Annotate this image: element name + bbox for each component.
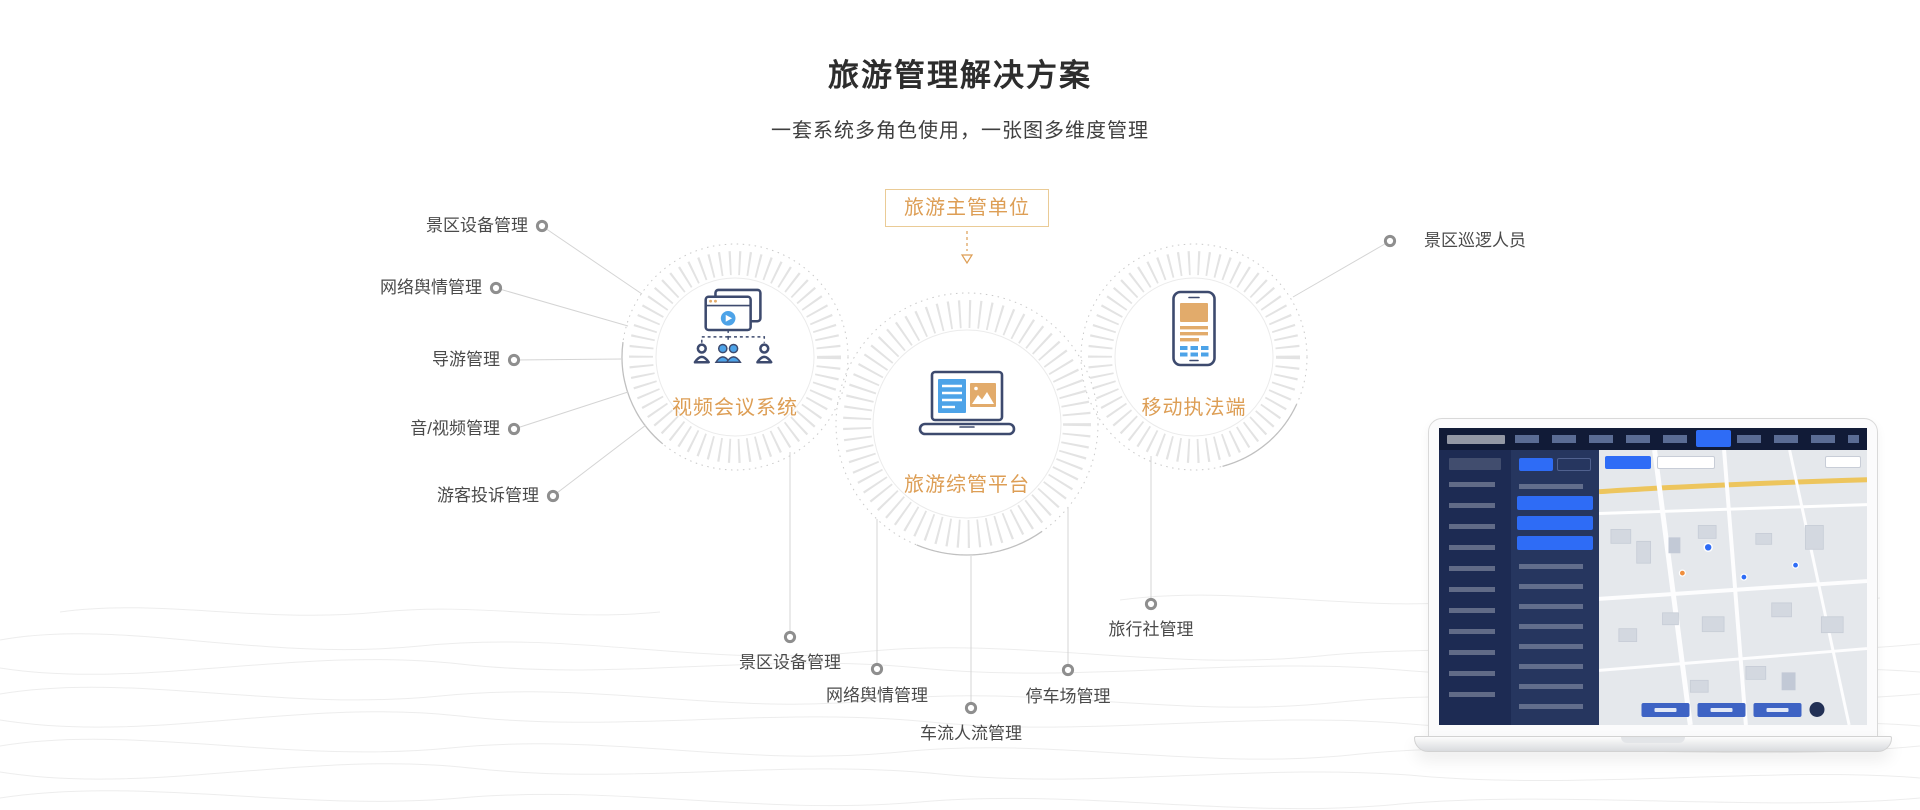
node-label-mobile-enforcement: 移动执法端	[1141, 397, 1247, 419]
dashboard-panel-selected-row	[1517, 516, 1593, 530]
map-bottom-tab	[1641, 702, 1690, 717]
connector-lines	[495, 225, 1391, 708]
authority-box: 旅游主管单位	[885, 189, 1049, 227]
left-label-guide-management: 导游管理	[432, 350, 500, 369]
dashboard-sidebar	[1439, 450, 1511, 725]
dashboard-topbar	[1439, 428, 1867, 450]
left-label-av-management: 音/视频管理	[410, 419, 500, 438]
dashboard-nav-items	[1515, 430, 1859, 447]
page-title: 旅游管理解决方案	[828, 58, 1092, 93]
laptop-screen	[1428, 418, 1878, 738]
dashboard-sidebar-header	[1449, 458, 1501, 470]
bottom-label-parking-management: 停车场管理	[1025, 687, 1111, 706]
bottom-label-flow-management: 车流人流管理	[920, 724, 1022, 743]
map-toolbar	[1605, 456, 1715, 469]
dashboard-panel-selected-row	[1517, 536, 1593, 550]
left-label-device-management: 景区设备管理	[426, 216, 528, 235]
map-bottom-buttons	[1641, 702, 1825, 717]
bottom-label-opinion-management: 网络舆情管理	[826, 686, 928, 705]
dashboard-logo	[1447, 434, 1505, 444]
dashboard-panel-button-primary	[1519, 458, 1553, 471]
node-label-platform: 旅游综管平台	[904, 474, 1030, 496]
node-label-video-conference: 视频会议系统	[672, 397, 798, 419]
laptop-base	[1414, 736, 1892, 752]
map-canvas	[1599, 450, 1867, 725]
map-bottom-round-button	[1809, 702, 1825, 717]
dashboard-sidebar-menu-rows	[1449, 482, 1495, 713]
right-label-patrol-staff: 景区巡逻人员	[1424, 231, 1526, 250]
video-conference-icon	[688, 288, 782, 377]
laptop-notch	[1621, 737, 1685, 743]
laptop-mockup	[1414, 418, 1892, 768]
map-toolbar-button	[1605, 456, 1651, 469]
map-bottom-tab	[1697, 702, 1746, 717]
dashed-down-arrow-icon	[960, 231, 974, 265]
dashboard-panel-selected-row	[1517, 496, 1593, 510]
left-label-opinion-management: 网络舆情管理	[380, 278, 482, 297]
bottom-label-agency-management: 旅行社管理	[1108, 620, 1194, 639]
dashboard-panel	[1511, 450, 1599, 725]
bottom-label-device-management: 景区设备管理	[739, 653, 841, 672]
map-bottom-tab	[1753, 702, 1802, 717]
map-toolbar-dropdown	[1657, 456, 1715, 469]
mobile-enforcement-icon	[1170, 290, 1218, 373]
dashboard-body	[1439, 450, 1867, 725]
platform-laptop-icon	[915, 370, 1019, 445]
map-toolbar-right	[1825, 456, 1861, 468]
connector-dots	[489, 219, 1397, 715]
left-label-complaint-management: 游客投诉管理	[437, 486, 539, 505]
dashboard-map	[1599, 450, 1867, 725]
dashboard-nav-active-item	[1696, 430, 1731, 447]
dashboard-panel-button-secondary	[1557, 458, 1591, 471]
dashboard-preview	[1439, 428, 1867, 725]
page-subtitle: 一套系统多角色使用，一张图多维度管理	[771, 120, 1149, 142]
